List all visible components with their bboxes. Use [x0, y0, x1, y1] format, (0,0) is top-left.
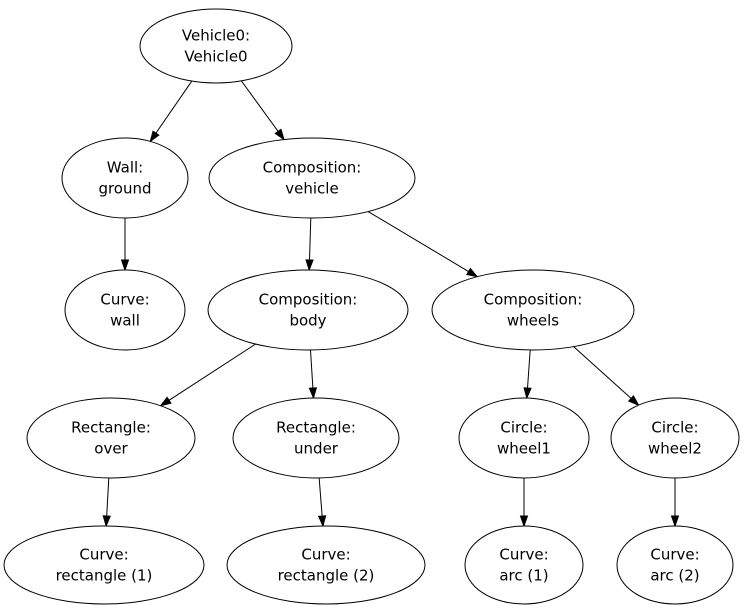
node-label: wheel2: [648, 440, 702, 458]
node-ellipse: [610, 397, 740, 479]
graph-edge-composition-vehicle-to-composition-wheels: [367, 211, 479, 278]
node-ellipse: [464, 525, 584, 605]
graph-edge-circle-wheel1-to-curve-arc-1: [519, 478, 529, 528]
node-label: rectangle (1): [56, 567, 153, 585]
node-label: body: [289, 312, 326, 330]
node-ellipse: [226, 525, 426, 605]
node-label: Vehicle0: [184, 48, 247, 66]
node-label: Curve:: [100, 291, 149, 309]
arrowhead-icon: [102, 515, 111, 528]
graph-node-curve-rectangle-2: Curve: rectangle (2): [226, 525, 426, 605]
node-ellipse: [64, 269, 186, 351]
node-label: Composition:: [484, 291, 583, 309]
node-label: Circle:: [500, 419, 547, 437]
graph-edge-composition-body-to-rectangle-over: [159, 343, 256, 407]
graph-node-circle-wheel2: Circle: wheel2: [610, 397, 740, 479]
node-label: Composition:: [263, 159, 362, 177]
arrowhead-icon: [519, 515, 529, 528]
graph-edge-rectangle-over-to-curve-rectangle-1: [102, 477, 111, 528]
graph-edge-wall-ground-to-curve-wall: [120, 218, 130, 272]
graph-edge-composition-body-to-rectangle-under: [308, 349, 318, 400]
node-label: vehicle: [285, 180, 338, 198]
node-label: over: [94, 440, 128, 458]
graph-node-rectangle-over: Rectangle: over: [26, 397, 196, 479]
node-ellipse: [431, 269, 635, 351]
graph-node-curve-wall: Curve: wall: [64, 269, 186, 351]
node-label: Curve:: [650, 546, 699, 564]
node-ellipse: [26, 397, 196, 479]
node-ellipse: [208, 137, 416, 219]
arrowhead-icon: [670, 515, 680, 528]
graph-edge-rectangle-under-to-curve-rectangle-2: [317, 477, 327, 528]
graph-edge-vehicle0-to-wall-ground: [149, 80, 193, 143]
arrowhead-icon: [305, 259, 314, 272]
arrowhead-icon: [274, 128, 285, 141]
graph-node-curve-arc-1: Curve: arc (1): [464, 525, 584, 605]
arrowhead-icon: [149, 130, 160, 143]
node-ellipse: [139, 8, 293, 84]
node-label: Wall:: [107, 159, 143, 177]
node-label: wall: [110, 312, 140, 330]
graph-node-composition-wheels: Composition: wheels: [431, 269, 635, 351]
graph-edge-vehicle0-to-composition-vehicle: [240, 80, 285, 141]
graph-node-wall-ground: Wall: ground: [61, 137, 189, 219]
arrowhead-icon: [159, 396, 172, 407]
graph-edge-circle-wheel2-to-curve-arc-2: [670, 478, 680, 528]
arrowhead-icon: [523, 387, 532, 400]
graph-edge-composition-wheels-to-circle-wheel2: [573, 346, 640, 407]
node-ellipse: [61, 137, 189, 219]
arrowhead-icon: [120, 259, 130, 272]
node-ellipse: [616, 525, 734, 605]
node-label: Curve:: [79, 546, 128, 564]
arrowhead-icon: [627, 394, 640, 407]
node-label: under: [294, 440, 339, 458]
node-label: wheels: [507, 312, 559, 330]
graph-node-composition-body: Composition: body: [207, 269, 409, 351]
node-ellipse: [207, 269, 409, 351]
node-label: rectangle (2): [278, 567, 375, 585]
arrowhead-icon: [466, 267, 479, 278]
node-ellipse: [232, 397, 400, 479]
graph-node-curve-rectangle-1: Curve: rectangle (1): [3, 525, 205, 605]
graph-node-composition-vehicle: Composition: vehicle: [208, 137, 416, 219]
node-label: Curve:: [301, 546, 350, 564]
node-label: arc (2): [650, 567, 699, 585]
graph-edge-composition-vehicle-to-composition-body: [305, 217, 314, 272]
node-label: arc (1): [499, 567, 548, 585]
node-label: Circle:: [651, 419, 698, 437]
node-label: Vehicle0:: [182, 27, 250, 45]
node-ellipse: [458, 397, 590, 479]
node-label: Curve:: [499, 546, 548, 564]
node-label: Composition:: [259, 291, 358, 309]
arrowhead-icon: [308, 387, 318, 400]
node-label: wheel1: [497, 440, 551, 458]
graph-node-circle-wheel1: Circle: wheel1: [458, 397, 590, 479]
graph-node-curve-arc-2: Curve: arc (2): [616, 525, 734, 605]
node-ellipse: [3, 525, 205, 605]
graph-node-rectangle-under: Rectangle: under: [232, 397, 400, 479]
graph-edge-composition-wheels-to-circle-wheel1: [523, 349, 532, 400]
graph-node-vehicle0: Vehicle0: Vehicle0: [139, 8, 293, 84]
arrowhead-icon: [317, 515, 327, 528]
node-label: ground: [98, 180, 151, 198]
node-label: Rectangle:: [71, 419, 151, 437]
node-label: Rectangle:: [276, 419, 356, 437]
